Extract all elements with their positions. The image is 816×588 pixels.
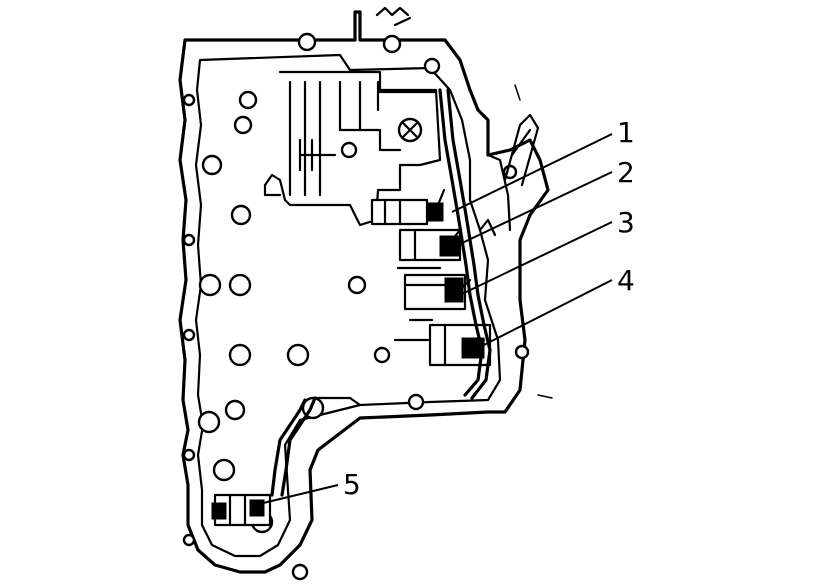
leader-line-4 bbox=[469, 279, 613, 353]
bolt-holes bbox=[182, 32, 530, 581]
callout-3: 3 bbox=[617, 206, 635, 239]
callout-labels: 1 2 3 4 5 bbox=[343, 116, 635, 501]
leader-line-2 bbox=[459, 171, 613, 245]
callout-2: 2 bbox=[617, 156, 635, 189]
wiring-harness bbox=[270, 88, 497, 497]
callout-1: 1 bbox=[617, 116, 635, 149]
lever-part bbox=[503, 113, 540, 187]
callout-4: 4 bbox=[617, 264, 635, 297]
callout-5: 5 bbox=[343, 468, 361, 501]
solenoid-connector-3 bbox=[396, 266, 467, 311]
leader-line-3 bbox=[461, 221, 613, 295]
solenoid-connector-2 bbox=[398, 228, 462, 262]
upper-valve-assembly bbox=[263, 70, 442, 227]
leader-line-1 bbox=[451, 133, 613, 213]
solenoid-connector-5 bbox=[211, 493, 272, 527]
solenoid-connector-1 bbox=[370, 198, 444, 226]
leader-line-5 bbox=[254, 484, 339, 506]
leader-lines bbox=[254, 133, 613, 506]
